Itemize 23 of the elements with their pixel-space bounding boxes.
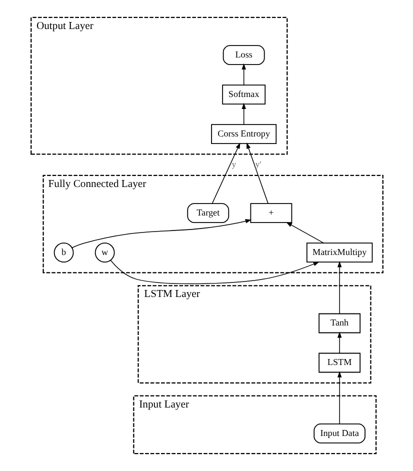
arrow [336,371,342,424]
node-box: Corss Entropy [210,124,276,144]
node-box: Input Data [313,423,365,444]
node-box: Tanh [318,313,360,334]
arrow [246,142,268,204]
arrow [336,332,342,354]
arrow [285,222,324,244]
node-box: MatrixMultipy [306,242,372,263]
node-circle: b [53,242,74,263]
node-box: LSTM [318,352,360,373]
node-box: Target [186,203,229,224]
arrow [336,261,342,314]
node-box: Loss [222,45,264,65]
node-box: Softmax [222,84,266,105]
arrow [110,260,319,284]
arrow [241,102,246,125]
arrow [241,63,246,86]
arrow [71,219,251,248]
arrow [211,142,240,204]
edge-label: y' [254,160,261,169]
node-circle: w [94,242,114,263]
node-box: + [250,203,292,224]
edge-label: y [231,160,236,169]
